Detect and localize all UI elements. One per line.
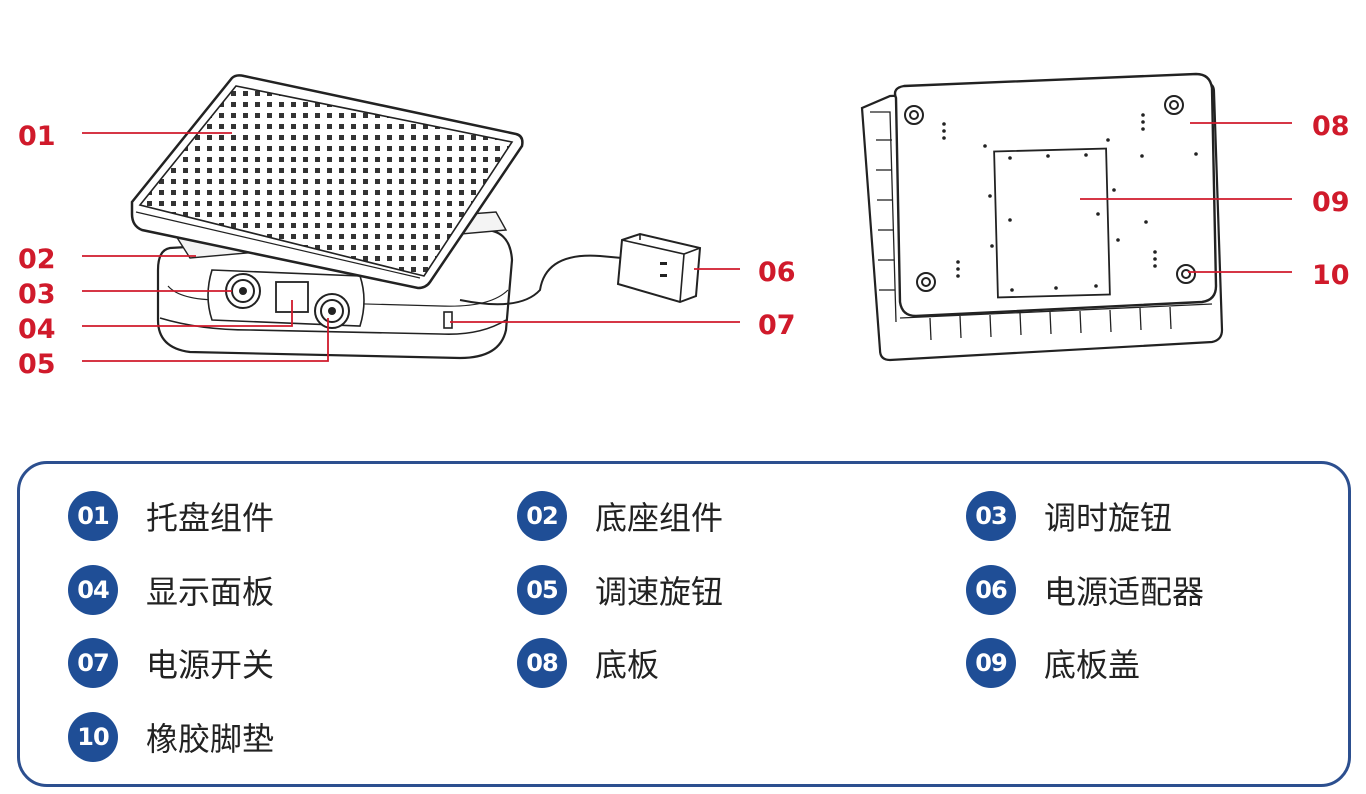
- legend-badge: 05: [517, 565, 567, 615]
- legend-item-07: 07 电源开关: [68, 638, 274, 688]
- legend-label: 调时旋钮: [1044, 499, 1173, 537]
- shaker-bottom-view: [860, 72, 1224, 362]
- callout-06: 06: [758, 257, 796, 288]
- legend-item-02: 02 底座组件: [517, 491, 723, 541]
- base-plate-cover: [993, 147, 1111, 299]
- legend-label: 调速旋钮: [595, 573, 724, 611]
- legend-label: 底板盖: [1044, 646, 1141, 684]
- legend-item-08: 08 底板: [517, 638, 659, 688]
- callout-07: 07: [758, 310, 796, 341]
- power-adapter: [616, 232, 702, 304]
- callout-08: 08: [1312, 111, 1350, 142]
- callout-03: 03: [18, 279, 56, 310]
- power-switch: [443, 311, 453, 329]
- legend-item-04: 04 显示面板: [68, 565, 274, 615]
- legend-badge: 07: [68, 638, 118, 688]
- shaker-front-view: [130, 74, 702, 360]
- legend-label: 显示面板: [146, 573, 275, 611]
- legend-badge: 04: [68, 565, 118, 615]
- legend-label: 电源开关: [146, 646, 275, 684]
- legend-label: 橡胶脚垫: [146, 720, 275, 758]
- legend-item-09: 09 底板盖: [966, 638, 1140, 688]
- legend-label: 底板: [595, 646, 660, 684]
- legend-item-03: 03 调时旋钮: [966, 491, 1172, 541]
- legend-badge: 06: [966, 565, 1016, 615]
- legend-badge: 10: [68, 712, 118, 762]
- legend-badge: 09: [966, 638, 1016, 688]
- legend-label: 底座组件: [595, 499, 724, 537]
- rubber-feet: [904, 95, 1196, 292]
- legend-item-10: 10 橡胶脚垫: [68, 712, 274, 762]
- legend-badge: 03: [966, 491, 1016, 541]
- legend-box: [17, 461, 1351, 787]
- leader-lines: [82, 122, 1292, 362]
- callout-10: 10: [1312, 260, 1350, 291]
- legend-label: 电源适配器: [1044, 573, 1205, 611]
- legend-item-06: 06 电源适配器: [966, 565, 1204, 615]
- callout-09: 09: [1312, 187, 1350, 218]
- callout-01: 01: [18, 121, 56, 152]
- callout-02: 02: [18, 244, 56, 275]
- callout-05: 05: [18, 349, 56, 380]
- legend-item-01: 01 托盘组件: [68, 491, 274, 541]
- legend-badge: 08: [517, 638, 567, 688]
- legend-label: 托盘组件: [146, 499, 275, 537]
- legend-item-05: 05 调速旋钮: [517, 565, 723, 615]
- product-diagram: 01 02 03 04 05 06 07 08 09 10: [18, 72, 1350, 380]
- speed-knob: [314, 293, 350, 329]
- legend-badge: 02: [517, 491, 567, 541]
- legend-badge: 01: [68, 491, 118, 541]
- callout-04: 04: [18, 314, 56, 345]
